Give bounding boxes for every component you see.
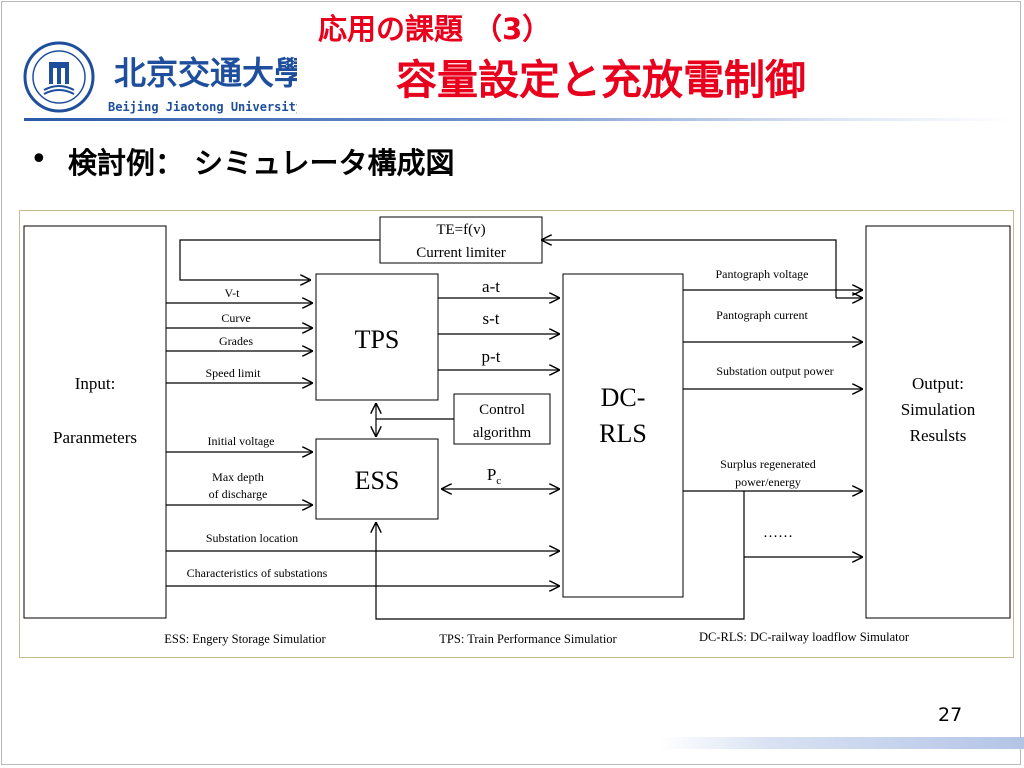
university-seal-icon	[23, 41, 95, 113]
label-surplus-2: power/energy	[735, 475, 801, 489]
label-pantograph-current: Pantograph current	[716, 308, 808, 322]
label-initial-voltage: Initial voltage	[208, 434, 275, 448]
footnote-ess: ESS: Engery Storage Simulatior	[164, 632, 326, 646]
input-box-line2: Paranmeters	[53, 428, 137, 447]
dcrls-label-line1: DC-	[601, 383, 646, 412]
label-substation-output-power: Substation output power	[716, 364, 833, 378]
footnote-tps: TPS: Train Performance Simulatior	[439, 632, 617, 646]
input-box	[23, 225, 167, 619]
dcrls-box	[562, 273, 684, 598]
label-characteristics: Characteristics of substations	[187, 566, 328, 580]
te-box-line2: Current limiter	[416, 245, 506, 261]
output-box-line1: Output:	[912, 374, 964, 393]
limiter-feedback-line	[179, 239, 380, 280]
output-box-line2: Simulation	[901, 400, 976, 419]
control-box-line1: Control	[479, 402, 525, 418]
label-curve: Curve	[221, 311, 250, 325]
label-pantograph-voltage: Pantograph voltage	[716, 267, 809, 281]
ess-box	[315, 438, 439, 520]
control-box-line2: algorithm	[473, 425, 532, 441]
label-pc-main: P	[487, 465, 496, 484]
ess-label: ESS	[355, 466, 400, 495]
bullet-icon: •	[30, 142, 48, 177]
label-max-depth-1: Max depth	[212, 470, 264, 484]
header-rule	[24, 118, 1014, 121]
label-pt: p-t	[482, 347, 501, 366]
slide-title-line2: 容量設定と充放電制御	[396, 56, 806, 104]
university-english-name: Beijing Jiaotong University	[108, 100, 297, 114]
university-logo: 北京交通大學 Beijing Jiaotong University	[23, 41, 297, 114]
ess-return-line	[376, 491, 745, 620]
label-substation-location: Substation location	[206, 531, 298, 545]
label-surplus-1: Surplus regenerated	[720, 457, 816, 471]
label-grades: Grades	[219, 334, 253, 348]
label-ellipsis: ……	[763, 525, 793, 541]
bullet-text: 検討例： シミュレータ構成図	[68, 146, 455, 180]
university-chinese-name: 北京交通大學	[114, 54, 297, 92]
tps-label: TPS	[355, 325, 400, 354]
dcrls-label-line2: RLS	[599, 419, 647, 448]
tps-box	[315, 273, 439, 401]
label-max-depth-2: of discharge	[209, 487, 268, 501]
label-vt: V-t	[225, 286, 241, 300]
input-box-line1: Input:	[75, 374, 116, 393]
feedback-line	[542, 240, 837, 298]
control-algorithm-box	[453, 393, 551, 445]
label-at: a-t	[482, 277, 500, 296]
label-st: s-t	[483, 309, 500, 328]
page-number: 27	[938, 704, 963, 726]
label-speed-limit: Speed limit	[206, 366, 262, 380]
output-box	[865, 225, 1011, 619]
diagram-frame	[19, 210, 1014, 658]
label-pc: Pc	[487, 465, 501, 487]
footnote-dcrls: DC-RLS: DC-railway loadflow Simulator	[699, 630, 910, 644]
output-box-line3: Resulsts	[910, 426, 967, 445]
footer-bar	[660, 737, 1024, 749]
slide-title-line1: 応用の課題 （3）	[318, 12, 552, 46]
te-box-line1: TE=f(v)	[436, 222, 485, 238]
label-pc-sub: c	[496, 475, 501, 487]
